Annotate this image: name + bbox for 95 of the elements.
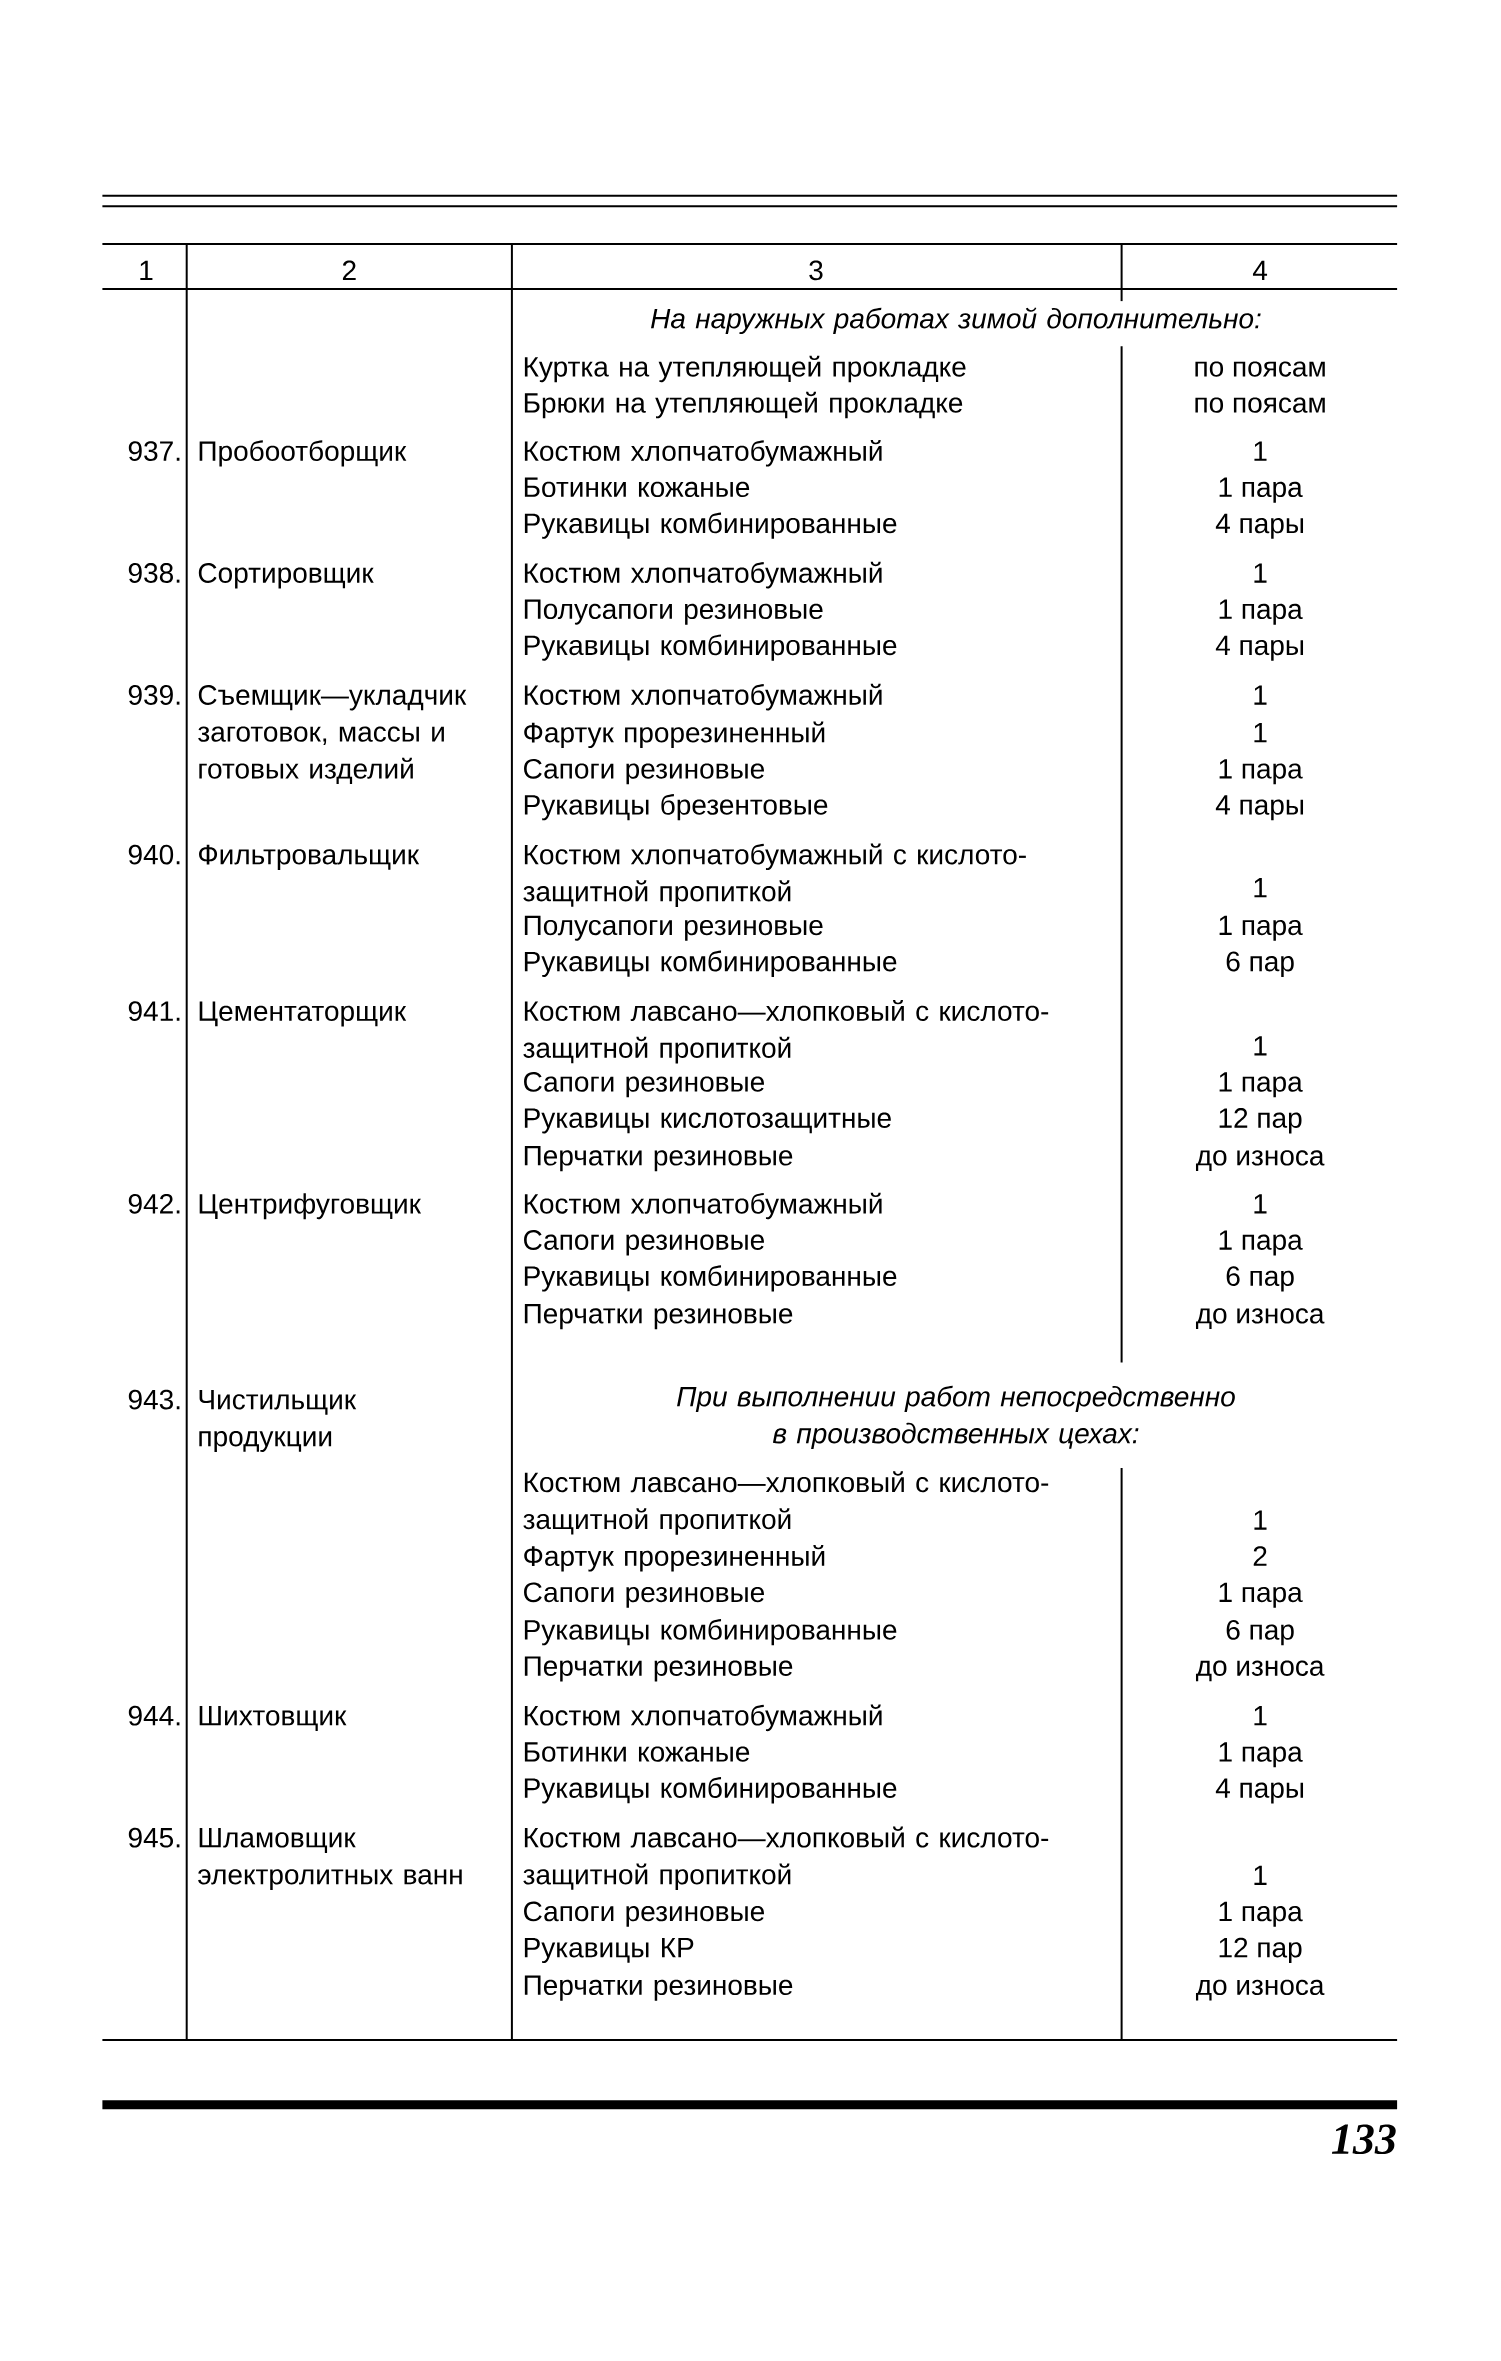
item-name: Сапоги резиновые — [524, 1901, 764, 1927]
quantity: 1 пара — [1219, 915, 1303, 941]
quantity: 1 пара — [1219, 1072, 1303, 1098]
row-number: 939. — [128, 685, 180, 705]
item-name: Фартук прорезиненный — [524, 721, 825, 749]
quantity: до износа — [1196, 1150, 1325, 1171]
quantity: 1 — [1254, 685, 1267, 705]
profession-name: Шламовщик электролитных ванн — [198, 1828, 462, 1891]
quantity: 1 — [1254, 441, 1267, 461]
profession-name: Фильтровальщик — [199, 844, 420, 871]
profession-name: Шихтовщик — [199, 1706, 347, 1731]
item-name: Рукавицы комбинированные — [524, 512, 897, 539]
item-name: Перчатки резиновые — [524, 1656, 793, 1682]
quantity: 6 пар — [1226, 1266, 1294, 1292]
quantity: 4 пары — [1215, 1778, 1304, 1804]
quantity: 1 — [1254, 1865, 1267, 1885]
item-name: Рукавицы комбинированные — [524, 1265, 897, 1292]
row-number: 938. — [128, 563, 180, 583]
quantity: 2 — [1253, 1546, 1267, 1566]
column-number: 4 — [1252, 260, 1268, 281]
quantity: 1 — [1254, 1036, 1267, 1056]
item-name: Ботинки кожаные — [524, 1742, 750, 1762]
quantity: по поясам — [1195, 361, 1325, 377]
quantity: 1 пара — [1219, 1901, 1303, 1927]
row-number: 941. — [128, 1001, 180, 1021]
quantity: до износа — [1196, 1308, 1325, 1329]
item-name: Костюм лавсано—хлопковый с кислото-защитной пропиткой — [523, 999, 1049, 1064]
quantity: 1 — [1254, 1510, 1267, 1530]
item-name: Куртка на утепляющей прокладке — [524, 355, 966, 383]
section-heading: На наружных работах зимой дополнительно: — [651, 307, 1261, 335]
quantity: до износа — [1196, 1979, 1325, 2001]
item-name: Фартук прорезиненный — [524, 1544, 825, 1572]
quantity: 1 пара — [1219, 477, 1303, 503]
quantity: 1 пара — [1219, 1582, 1303, 1608]
quantity: 1 пара — [1219, 599, 1303, 625]
item-name: Сапоги резиновые — [524, 1072, 764, 1098]
item-name: Ботинки кожаные — [524, 477, 750, 498]
row-number: 943. — [128, 1389, 180, 1410]
item-name: Перчатки резиновые — [524, 1146, 793, 1172]
item-name: Костюм лавсано—хлопковый с кислото-защитной пропиткой — [523, 1471, 1049, 1535]
row-number: 940. — [128, 844, 180, 865]
row-number: 945. — [128, 1827, 180, 1848]
quantity: 12 пар — [1219, 1108, 1302, 1134]
item-name: Сапоги резиновые — [524, 1230, 764, 1256]
quantity: 1 — [1254, 723, 1267, 743]
profession-name: Чистильщик продукции — [199, 1390, 357, 1452]
quantity: до износа — [1196, 1660, 1325, 1682]
item-name: Полусапоги резиновые — [524, 599, 823, 625]
quantity: 4 пары — [1215, 635, 1304, 661]
profession-name: Сортировщик — [198, 563, 374, 589]
profession-name: Центрифуговщик — [199, 1193, 422, 1220]
item-name: Костюм хлопчатобумажный — [524, 683, 882, 711]
item-name: Рукавицы брезентовые — [524, 794, 828, 821]
item-name: Сапоги резиновые — [524, 758, 764, 785]
item-name: Перчатки резиновые — [524, 1304, 793, 1330]
column-number: 1 — [140, 260, 153, 281]
profession-name: Съемщик—укладчик заготовок, массы и готовых изделий — [198, 685, 467, 785]
item-name: Перчатки резиновые — [524, 1975, 793, 2001]
row-number: 937. — [128, 441, 180, 461]
quantity: 12 пар — [1219, 1937, 1302, 1964]
item-name: Рукавицы кислотозащитные — [524, 1108, 891, 1134]
quantity: 4 пары — [1215, 513, 1304, 539]
quantity: 1 пара — [1219, 1230, 1303, 1256]
item-name: Рукавицы КР — [524, 1938, 694, 1964]
item-name: Костюм хлопчатобумажный — [524, 1704, 882, 1732]
row-number: 944. — [128, 1705, 180, 1726]
section-heading: При выполнении работ непосредственно в производственных цехах: — [677, 1385, 1235, 1449]
item-name: Рукавицы комбинированные — [524, 1619, 897, 1646]
quantity: 1 — [1254, 1706, 1267, 1726]
item-name: Костюм хлопчатобумажный с кислото-защитной пропиткой — [523, 843, 1026, 907]
quantity: 1 пара — [1219, 1742, 1303, 1768]
item-name: Костюм хлопчатобумажный — [524, 1192, 882, 1220]
quantity: 1 пара — [1219, 759, 1303, 785]
item-name: Костюм хлопчатобумажный — [524, 561, 882, 589]
quantity: по поясам — [1195, 397, 1325, 413]
item-name: Рукавицы комбинированные — [524, 634, 897, 661]
item-name: Брюки на утепляющей прокладке — [524, 391, 963, 419]
quantity: 6 пар — [1226, 951, 1294, 977]
quantity: 4 пары — [1215, 795, 1304, 821]
row-number: 942. — [128, 1193, 180, 1214]
column-number: 2 — [342, 260, 356, 281]
item-name: Рукавицы комбинированные — [524, 1777, 897, 1804]
column-number: 3 — [809, 260, 823, 281]
item-name: Костюм лавсано—хлопковый с кислото-защитной пропиткой — [523, 1826, 1049, 1891]
quantity: 1 — [1254, 878, 1267, 898]
profession-name: Пробоотборщик — [199, 440, 407, 467]
quantity: 1 — [1254, 563, 1267, 583]
item-name: Полусапоги резиновые — [524, 915, 823, 941]
item-name: Костюм хлопчатобумажный — [524, 439, 882, 467]
quantity: 6 пар — [1226, 1620, 1294, 1646]
item-name: Рукавицы комбинированные — [524, 950, 897, 977]
item-name: Сапоги резиновые — [524, 1582, 764, 1608]
profession-name: Цементаторщик — [199, 1001, 407, 1027]
quantity: 1 — [1254, 1194, 1267, 1214]
page-number: 133 — [1331, 2124, 1396, 2155]
